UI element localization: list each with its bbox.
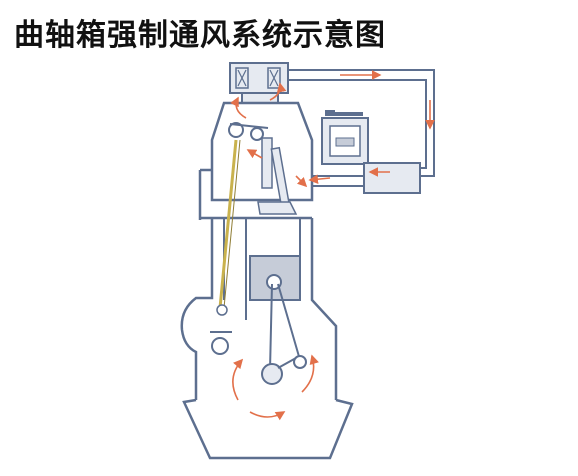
airflow-arrow: [249, 411, 286, 421]
oil-pan: [182, 398, 354, 460]
airflow-arrow: [295, 175, 308, 188]
airflow-arrow: [301, 354, 319, 393]
connecting-rod: [261, 283, 307, 385]
airflow-arrows: [230, 70, 435, 421]
airflow-arrow: [232, 358, 244, 401]
valve-rocker: [228, 122, 298, 215]
airflow-arrow: [269, 82, 287, 101]
engine-block: [180, 218, 338, 400]
pushrod: [210, 139, 241, 355]
air-filter: [229, 62, 289, 104]
pcv-valve: [300, 110, 421, 194]
piston: [249, 255, 301, 301]
airflow-arrow: [308, 174, 331, 184]
cylinder-head: [198, 101, 314, 220]
diagram-title: 曲轴箱强制通风系统示意图: [14, 18, 386, 53]
airflow-arrow: [230, 96, 247, 119]
airflow-arrow: [246, 149, 263, 159]
